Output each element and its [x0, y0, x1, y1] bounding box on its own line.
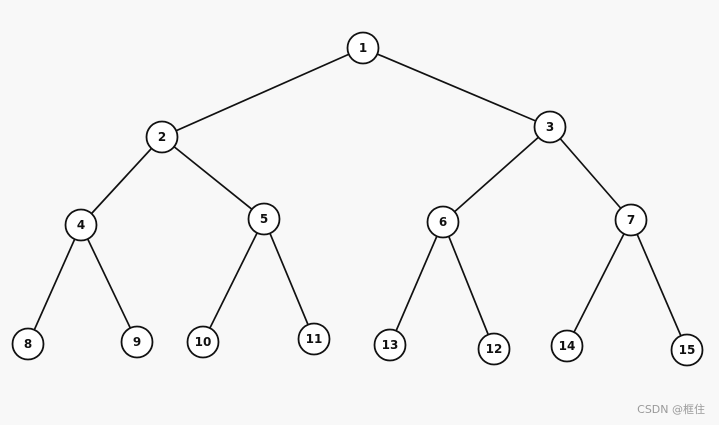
node-circle: [373, 328, 407, 362]
edge-n6-n13: [442, 221, 495, 350]
node-label: 5: [260, 212, 268, 226]
node-circle: [533, 110, 567, 144]
tree-node-4: 4: [64, 208, 98, 242]
node-label: 2: [158, 130, 166, 144]
tree-node-2: 2: [145, 120, 179, 154]
node-circle: [670, 333, 704, 367]
node-label: 8: [24, 337, 32, 351]
node-circle: [64, 208, 98, 242]
node-circle: [120, 325, 154, 359]
edge-n2-n4: [80, 136, 163, 226]
node-circle: [186, 325, 220, 359]
edge-n1-n3: [362, 47, 551, 128]
tree-node-9: 9: [120, 325, 154, 359]
node-label: 10: [195, 335, 212, 349]
edge-n7-n15: [630, 219, 688, 351]
node-circle: [145, 120, 179, 154]
tree-node-10: 10: [186, 325, 220, 359]
node-label: 15: [679, 343, 696, 357]
node-label: 3: [546, 120, 554, 134]
node-circle: [11, 327, 45, 361]
node-label: 14: [559, 339, 576, 353]
edge-n5-n11: [263, 218, 315, 340]
node-circle: [477, 332, 511, 366]
node-circle: [346, 31, 380, 65]
edge-n3-n7: [549, 126, 632, 221]
edge-n2-n5: [161, 136, 265, 220]
node-label: 9: [133, 335, 141, 349]
tree-node-13: 13: [373, 328, 407, 362]
tree-node-6: 6: [426, 205, 460, 239]
node-circle: [426, 205, 460, 239]
tree-node-8: 8: [11, 327, 45, 361]
tree-node-5: 5: [247, 202, 281, 236]
tree-node-11: 11: [297, 322, 331, 356]
tree-node-14: 14: [550, 329, 584, 363]
edge-n4-n8: [27, 224, 82, 345]
node-label: 11: [306, 332, 323, 346]
node-circle: [550, 329, 584, 363]
node-label: 13: [382, 338, 399, 352]
edge-n1-n2: [161, 47, 364, 138]
tree-node-3: 3: [533, 110, 567, 144]
edge-n5-n10: [202, 218, 265, 343]
node-label: 12: [486, 342, 503, 356]
tree-node-12: 12: [477, 332, 511, 366]
tree-edges: [27, 47, 688, 351]
edge-n7-n14: [566, 219, 632, 347]
tree-node-1: 1: [346, 31, 380, 65]
node-circle: [614, 203, 648, 237]
node-label: 1: [359, 41, 367, 55]
edge-n4-n9: [80, 224, 138, 343]
node-circle: [247, 202, 281, 236]
watermark: CSDN @框住: [637, 403, 705, 416]
node-label: 6: [439, 215, 447, 229]
tree-node-15: 15: [670, 333, 704, 367]
node-circle: [297, 322, 331, 356]
tree-node-7: 7: [614, 203, 648, 237]
node-label: 4: [77, 218, 85, 232]
edge-n6-n12: [389, 221, 444, 346]
node-label: 7: [627, 213, 635, 227]
edge-n3-n6: [442, 126, 551, 223]
